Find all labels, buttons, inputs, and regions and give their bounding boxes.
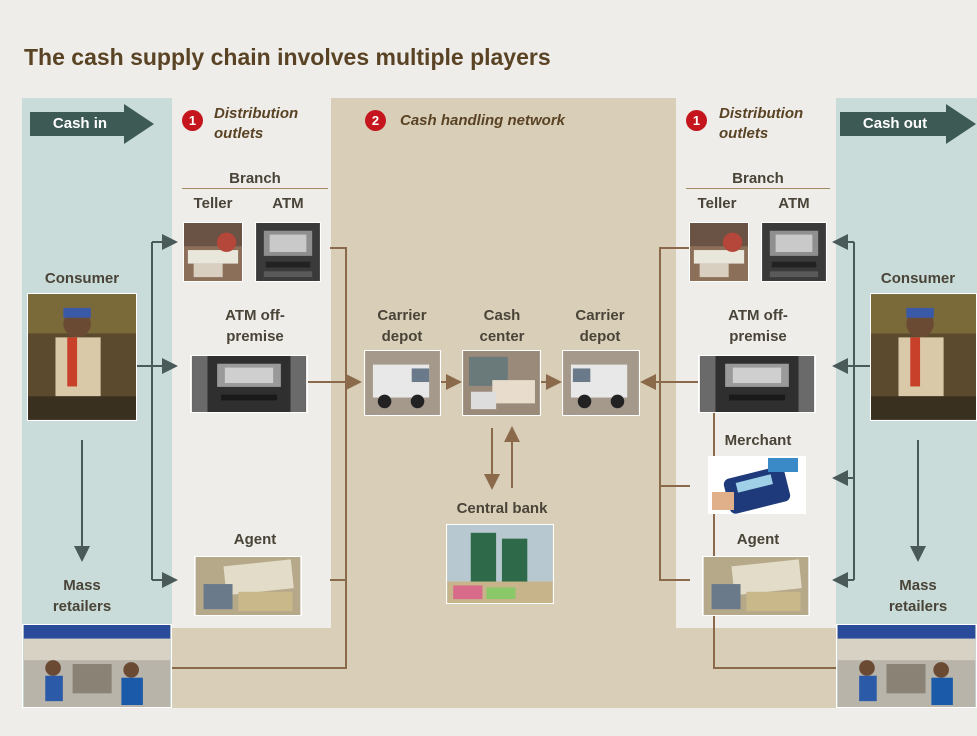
left-carrier-depot-label-line2: depot xyxy=(381,328,423,345)
left-carrier-depot-photo xyxy=(364,350,441,416)
right-branch-atm-photo xyxy=(761,222,827,282)
network-label: Cash handling network xyxy=(400,112,566,129)
cash-center-label-line1: Cash xyxy=(483,307,521,324)
central-bank-label: Central bank xyxy=(456,500,548,517)
left-branch-atm-photo xyxy=(255,222,321,282)
right-outlets-label-line1: Distribution xyxy=(719,105,804,122)
left-mass-retailers-label-line1: Mass xyxy=(63,577,101,594)
central-bank-photo xyxy=(446,524,554,604)
merchant-label: Merchant xyxy=(724,432,792,449)
left-consumer-photo xyxy=(27,293,137,421)
left-consumer-label: Consumer xyxy=(44,270,120,287)
right-consumer-label: Consumer xyxy=(880,270,956,287)
right-carrier-depot-label-line2: depot xyxy=(579,328,621,345)
left-teller-label: Teller xyxy=(193,195,233,212)
merchant-photo xyxy=(708,456,806,514)
left-atm-offpremise-photo xyxy=(190,355,308,413)
right-teller-photo xyxy=(689,222,749,282)
left-branch-divider xyxy=(182,188,328,189)
right-carrier-depot-photo xyxy=(562,350,640,416)
left-carrier-depot-label-line1: Carrier xyxy=(377,307,427,324)
right-outlets-label-line2: outlets xyxy=(719,125,769,142)
right-consumer-photo xyxy=(870,293,977,421)
left-atm-offpremise-label-line1: ATM off- xyxy=(225,307,285,324)
right-atm-label: ATM xyxy=(778,195,810,212)
network-number-badge: 2 xyxy=(365,110,386,131)
right-agent-label: Agent xyxy=(736,531,780,548)
left-teller-photo xyxy=(183,222,243,282)
page-title: The cash supply chain involves multiple … xyxy=(24,44,551,70)
right-agent-photo xyxy=(702,556,810,616)
right-teller-label: Teller xyxy=(697,195,737,212)
left-agent-photo xyxy=(194,556,302,616)
left-mass-retailers-label-line2: retailers xyxy=(52,598,112,615)
left-atm-offpremise-label-line2: premise xyxy=(226,328,284,345)
left-agent-label: Agent xyxy=(233,531,277,548)
cash-in-arrow: Cash in xyxy=(30,104,154,144)
right-branch-label: Branch xyxy=(732,170,784,187)
right-branch-divider xyxy=(686,188,830,189)
left-atm-label: ATM xyxy=(272,195,304,212)
left-branch-label: Branch xyxy=(229,170,281,187)
cash-center-photo xyxy=(462,350,541,416)
right-atm-offpremise-photo xyxy=(698,355,816,413)
right-mass-retailers-label-line2: retailers xyxy=(888,598,948,615)
right-atm-offpremise-label-line1: ATM off- xyxy=(728,307,788,324)
right-outlets-number-badge: 1 xyxy=(686,110,707,131)
right-mass-retailers-photo xyxy=(836,624,977,708)
right-carrier-depot-label-line1: Carrier xyxy=(575,307,625,324)
left-outlets-label-line1: Distribution xyxy=(214,105,299,122)
left-outlets-label-line2: outlets xyxy=(214,125,264,142)
right-atm-offpremise-label-line2: premise xyxy=(729,328,787,345)
right-mass-retailers-label-line1: Mass xyxy=(899,577,937,594)
cash-in-label: Cash in xyxy=(52,115,108,132)
cash-out-arrow: Cash out xyxy=(840,104,977,144)
left-outlets-number-badge: 1 xyxy=(182,110,203,131)
left-mass-retailers-photo xyxy=(22,624,172,708)
cash-center-label-line2: center xyxy=(479,328,525,345)
cash-out-label: Cash out xyxy=(862,115,928,132)
